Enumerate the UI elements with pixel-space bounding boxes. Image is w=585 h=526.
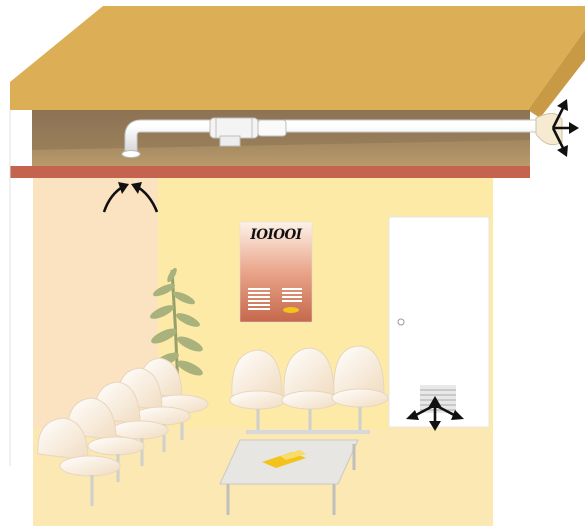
door-knob <box>398 319 404 325</box>
exhaust-arrows-icon <box>553 99 579 157</box>
roof <box>10 6 585 118</box>
poster-title: IOIOOI <box>241 227 311 243</box>
intake-grille <box>122 151 140 158</box>
ceiling-beam <box>10 166 530 178</box>
left-wall <box>10 178 33 468</box>
door <box>389 217 489 427</box>
ceiling-void <box>10 110 530 166</box>
